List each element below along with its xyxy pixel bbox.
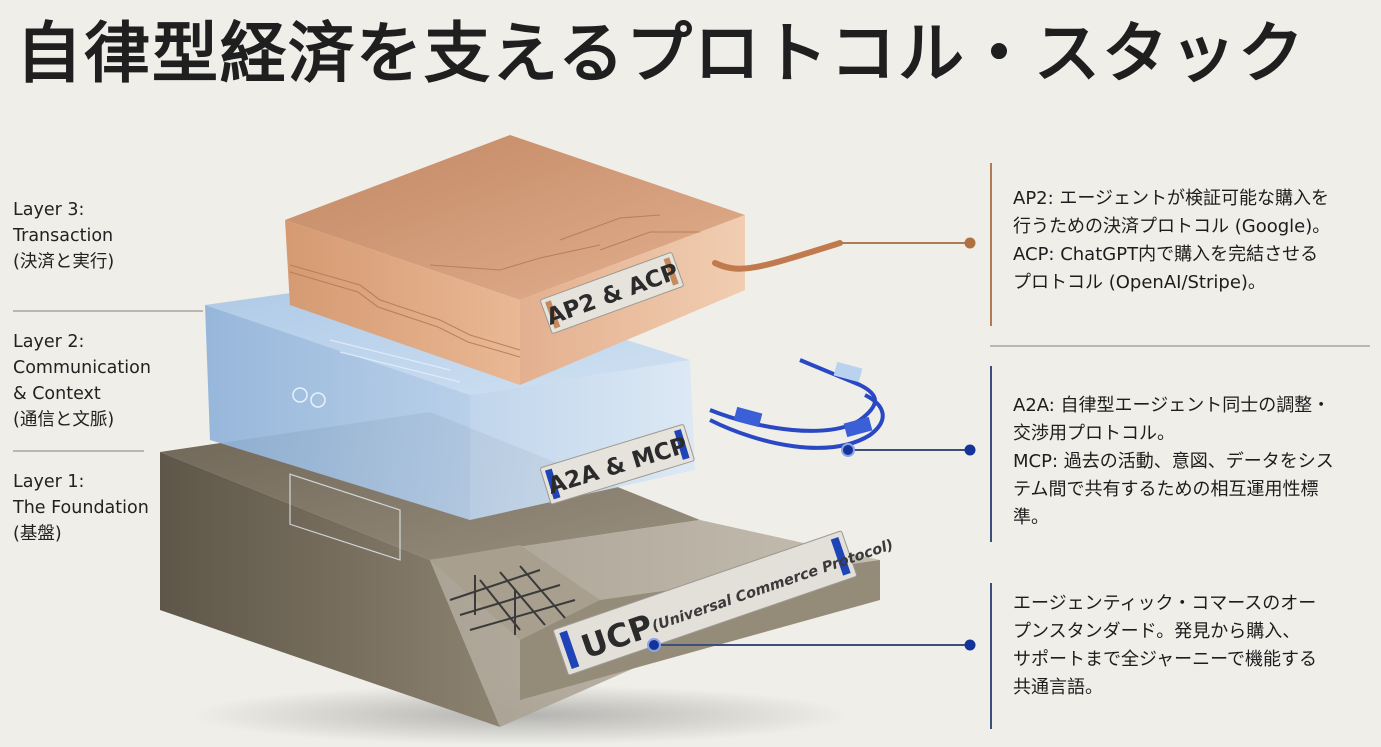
desc-line: エージェンティック・コマースのオー [1013,593,1317,614]
desc-line: テム間で共有するための相互運用性標 [1013,479,1319,500]
layer1-description: エージェンティック・コマースのオー プンスタンダード。発見から購入、 サポートま… [1013,590,1373,702]
desc-line: AP2: エージェントが検証可能な購入を [1013,188,1330,209]
desc-line: プンスタンダード。発見から購入、 [1013,621,1301,642]
layer3-name: Transaction [13,226,114,246]
layer3-label: Layer 3: Transaction (決済と実行) [13,197,114,275]
layer2-number: Layer 2: [13,332,85,352]
desc-line: 行うための決済プロトコル (Google)。 [1013,216,1331,237]
layer1-label: Layer 1: The Foundation (基盤) [13,469,149,547]
layer2-label: Layer 2: Communication & Context (通信と文脈) [13,329,151,433]
layer3-name-ja: (決済と実行) [13,252,115,272]
connector-origin-dot-layer2 [841,443,855,457]
desc-line: A2A: 自律型エージェント同士の調整・ [1013,395,1331,416]
desc-line: 交渉用プロトコル。 [1013,423,1175,444]
desc-bar-layer2 [990,366,992,542]
connector-dot-layer2 [964,444,976,456]
layer2-description: A2A: 自律型エージェント同士の調整・ 交渉用プロトコル。 MCP: 過去の活… [1013,392,1373,532]
layer2-name: Communication [13,358,151,378]
connector-dot-layer3 [964,237,976,249]
left-divider-2 [13,450,144,452]
layer2-name-cont: & Context [13,384,101,404]
desc-line: プロトコル (OpenAI/Stripe)。 [1013,272,1266,293]
desc-line: 共通言語。 [1013,677,1103,698]
desc-bar-layer3 [990,163,992,326]
layer1-name-ja: (基盤) [13,524,62,544]
layer3-number: Layer 3: [13,200,85,220]
desc-line: 準。 [1013,507,1049,528]
connector-origin-dot-layer1 [647,638,661,652]
left-divider-1 [13,310,203,312]
layer3-description: AP2: エージェントが検証可能な購入を 行うための決済プロトコル (Googl… [1013,185,1373,297]
page-title: 自律型経済を支えるプロトコル・スタック [16,15,1307,92]
right-divider [990,345,1370,347]
layer1-name: The Foundation [13,498,149,518]
desc-line: ACP: ChatGPT内で購入を完結させる [1013,244,1319,265]
rebar-icon [449,565,576,635]
layer1-number: Layer 1: [13,472,85,492]
desc-line: MCP: 過去の活動、意図、データをシス [1013,451,1334,472]
layer2-name-ja: (通信と文脈) [13,410,115,430]
desc-bar-layer1 [990,583,992,729]
copper-pipe [712,240,843,272]
desc-line: サポートまで全ジャーニーで機能する [1013,649,1318,670]
connector-dot-layer1 [964,639,976,651]
